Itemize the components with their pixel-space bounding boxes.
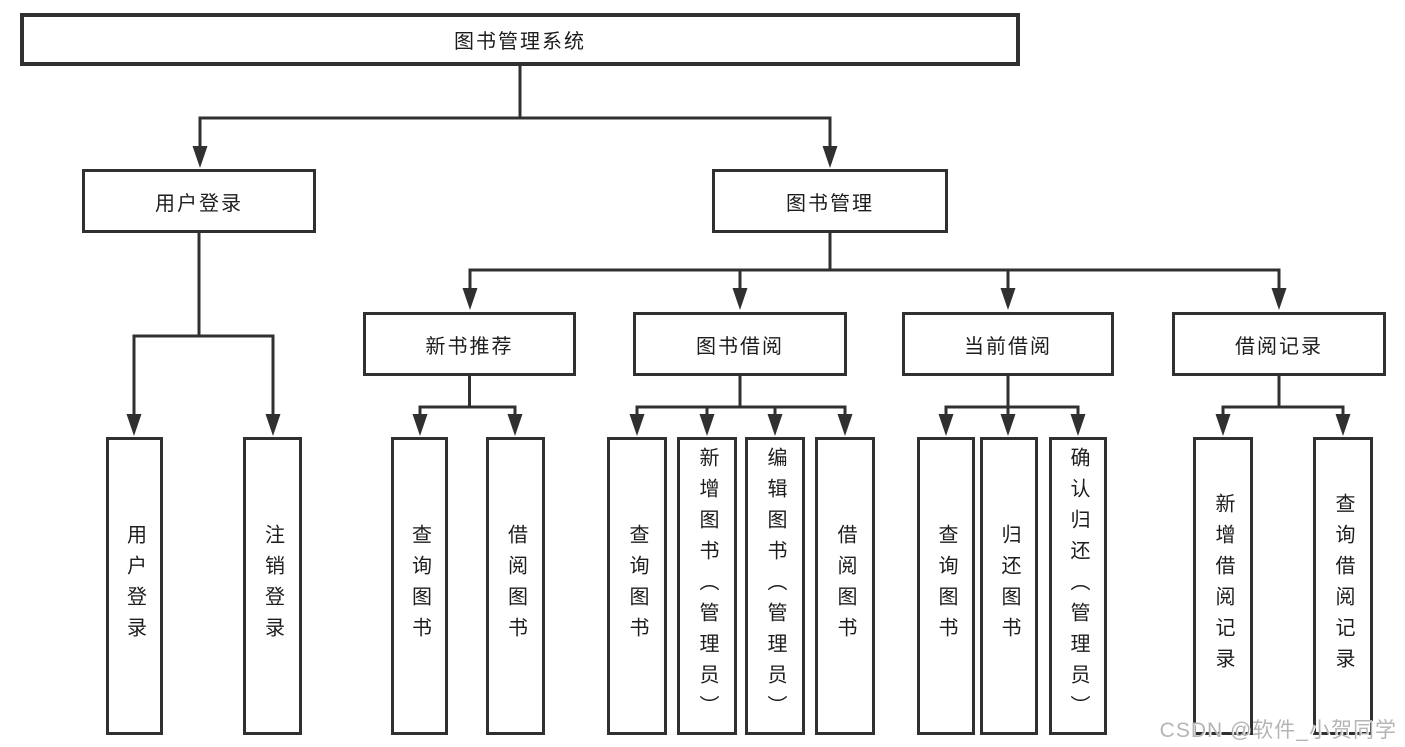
node-bb-borrow-books: 借阅图书 xyxy=(815,437,875,735)
node-book-management: 图书管理 xyxy=(712,169,948,233)
node-root: 图书管理系统 xyxy=(20,13,1020,66)
node-cb-confirm-return-admin: 确认归还（管理员） xyxy=(1049,437,1107,735)
node-cb-query-books: 查询图书 xyxy=(917,437,975,735)
node-current-borrow: 当前借阅 xyxy=(902,312,1114,376)
connector-paths xyxy=(132,64,1345,420)
node-bb-edit-books-admin: 编辑图书（管理员） xyxy=(745,437,805,735)
node-user-login: 用户登录 xyxy=(82,169,316,233)
node-nr-query-books: 查询图书 xyxy=(391,437,448,735)
node-borrow-records: 借阅记录 xyxy=(1172,312,1386,376)
node-bb-query-books: 查询图书 xyxy=(607,437,667,735)
arrowheads xyxy=(126,146,1351,436)
node-new-book-recommend: 新书推荐 xyxy=(363,312,576,376)
node-rec-add-record: 新增借阅记录 xyxy=(1193,437,1253,735)
watermark: CSDN @软件_小贺同学 xyxy=(1159,719,1397,742)
node-login: 用户登录 xyxy=(106,437,163,735)
node-cb-return-books: 归还图书 xyxy=(980,437,1038,735)
node-nr-borrow-books: 借阅图书 xyxy=(486,437,545,735)
node-logout: 注销登录 xyxy=(243,437,302,735)
node-rec-query-record: 查询借阅记录 xyxy=(1313,437,1373,735)
node-bb-add-books-admin: 新增图书（管理员） xyxy=(677,437,737,735)
node-book-borrow: 图书借阅 xyxy=(633,312,847,376)
